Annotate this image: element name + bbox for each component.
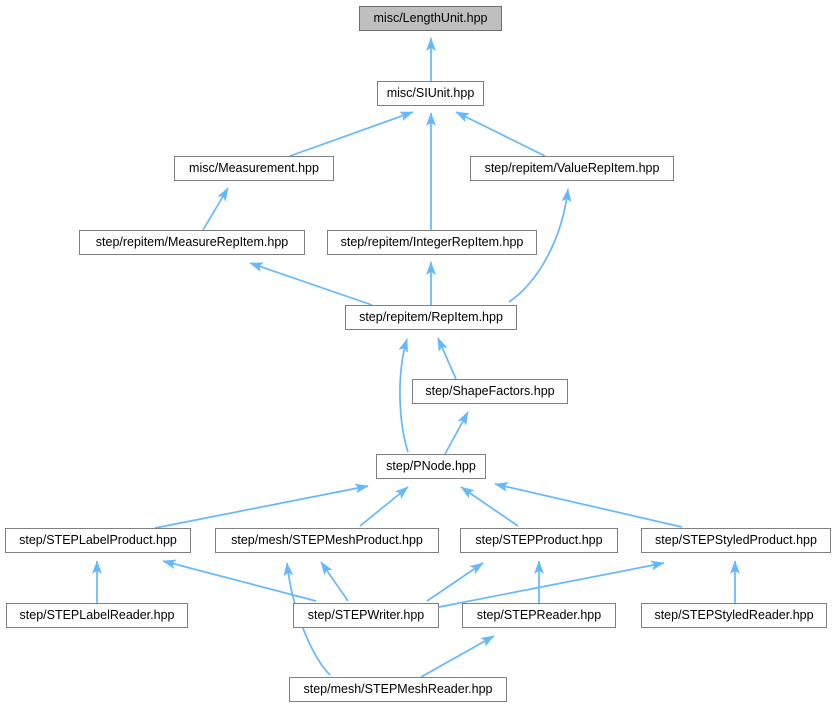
edge-stepstyledproduct-to-pnode xyxy=(494,482,683,528)
edge-measurement-to-siunit xyxy=(289,111,414,157)
node-label: step/mesh/STEPMeshProduct.hpp xyxy=(231,533,423,548)
node-stepmeshreader[interactable]: step/mesh/STEPMeshReader.hpp xyxy=(289,677,507,702)
edge-repitem-to-measurerepitem xyxy=(249,262,373,306)
node-steplabelproduct[interactable]: step/STEPLabelProduct.hpp xyxy=(5,528,191,553)
node-measurerepitem[interactable]: step/repitem/MeasureRepItem.hpp xyxy=(79,230,305,255)
node-label: step/repitem/RepItem.hpp xyxy=(359,310,503,325)
node-measurement[interactable]: misc/Measurement.hpp xyxy=(174,156,334,181)
edge-pnode-to-shapefactors xyxy=(444,411,469,455)
node-label: step/STEPStyledReader.hpp xyxy=(654,608,814,623)
edge-shapefactors-to-repitem xyxy=(437,337,457,380)
node-label: step/PNode.hpp xyxy=(386,459,476,474)
node-label: misc/Measurement.hpp xyxy=(189,161,319,176)
node-label: step/repitem/IntegerRepItem.hpp xyxy=(340,235,524,250)
edge-pnode-to-repitem xyxy=(398,338,409,453)
node-label: step/ShapeFactors.hpp xyxy=(425,384,555,399)
node-pnode[interactable]: step/PNode.hpp xyxy=(376,454,486,479)
edge-valuerepitem-to-siunit xyxy=(455,111,546,157)
edge-stepwriter-to-stepstyledproduct xyxy=(438,560,665,608)
node-label: step/STEPStyledProduct.hpp xyxy=(655,533,817,548)
node-stepstyledreader[interactable]: step/STEPStyledReader.hpp xyxy=(641,603,827,628)
node-stepmeshproduct[interactable]: step/mesh/STEPMeshProduct.hpp xyxy=(215,528,439,553)
edge-stepwriter-to-stepproduct xyxy=(426,562,484,602)
edge-measurerepitem-to-measurement xyxy=(202,187,229,231)
node-label: misc/SIUnit.hpp xyxy=(386,86,475,101)
node-stepwriter[interactable]: step/STEPWriter.hpp xyxy=(293,603,439,628)
node-label: step/repitem/MeasureRepItem.hpp xyxy=(95,235,289,250)
node-label: step/repitem/ValueRepItem.hpp xyxy=(484,161,660,176)
node-label: step/STEPReader.hpp xyxy=(476,608,602,623)
node-repitem[interactable]: step/repitem/RepItem.hpp xyxy=(345,305,517,330)
edge-stepwriter-to-stepmeshproduct xyxy=(320,561,349,602)
edge-stepmeshreader-to-stepreader xyxy=(420,635,495,678)
node-label: step/mesh/STEPMeshReader.hpp xyxy=(303,682,493,697)
edge-paths xyxy=(92,37,740,678)
node-label: misc/LengthUnit.hpp xyxy=(373,11,488,26)
edge-stepproduct-to-pnode xyxy=(460,486,519,527)
node-label: step/STEPWriter.hpp xyxy=(307,608,425,623)
node-integerrepitem[interactable]: step/repitem/IntegerRepItem.hpp xyxy=(327,230,537,255)
node-label: step/STEPLabelProduct.hpp xyxy=(19,533,177,548)
edge-steplabelproduct-to-pnode xyxy=(154,483,369,529)
node-stepreader[interactable]: step/STEPReader.hpp xyxy=(462,603,616,628)
node-stepstyledproduct[interactable]: step/STEPStyledProduct.hpp xyxy=(641,528,831,553)
node-shapefactors[interactable]: step/ShapeFactors.hpp xyxy=(412,379,568,404)
edge-stepwriter-to-steplabelproduct xyxy=(162,559,317,602)
node-label: step/STEPLabelReader.hpp xyxy=(19,608,175,623)
node-stepproduct[interactable]: step/STEPProduct.hpp xyxy=(460,528,618,553)
node-lengthunit[interactable]: misc/LengthUnit.hpp xyxy=(359,6,502,31)
node-valuerepitem[interactable]: step/repitem/ValueRepItem.hpp xyxy=(470,156,674,181)
edge-stepmeshproduct-to-pnode xyxy=(359,486,409,527)
node-siunit[interactable]: misc/SIUnit.hpp xyxy=(377,81,484,106)
node-label: step/STEPProduct.hpp xyxy=(475,533,603,548)
node-steplabelreader[interactable]: step/STEPLabelReader.hpp xyxy=(6,603,188,628)
